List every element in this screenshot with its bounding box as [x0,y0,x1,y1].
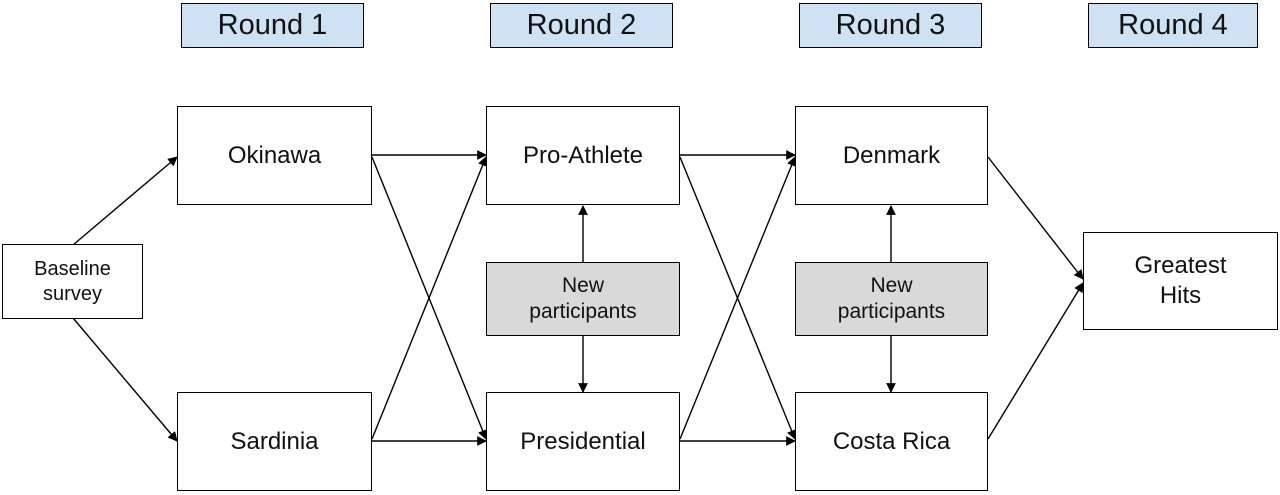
presidential-node: Presidential [486,392,680,491]
arrow-baseline-okinawa [72,156,178,246]
denmark-label: Denmark [842,141,941,169]
round-3-header: Round 3 [799,3,982,48]
round-3-label: Round 3 [835,9,946,42]
sardinia-label: Sardinia [230,427,319,455]
arrow-baseline-sardinia [72,317,178,442]
round-1-label: Round 1 [217,9,328,42]
arrow-denmark-greatest-hits [987,156,1084,280]
new-participants-round-2-node: New participants [486,262,680,336]
greatest-hits-label: Greatest Hits [1134,252,1227,309]
denmark-node: Denmark [795,106,988,205]
okinawa-node: Okinawa [177,106,372,205]
new-participants-round-3-label: New participants [837,273,946,323]
baseline-survey-label: Baseline survey [34,257,111,305]
new-participants-round-2-label: New participants [529,273,637,323]
round-1-header: Round 1 [181,3,364,48]
greatest-hits-node: Greatest Hits [1083,232,1278,330]
pro-athlete-label: Pro-Athlete [522,141,644,169]
okinawa-label: Okinawa [227,141,322,169]
arrow-costa-rica-greatest-hits [987,282,1084,440]
new-participants-round-3-node: New participants [795,262,988,336]
round-4-label: Round 4 [1118,9,1228,42]
presidential-label: Presidential [520,427,646,455]
costa-rica-node: Costa Rica [795,392,988,491]
costa-rica-label: Costa Rica [832,427,951,455]
round-2-header: Round 2 [490,3,673,48]
round-4-header: Round 4 [1088,3,1258,48]
round-2-label: Round 2 [526,9,637,42]
pro-athlete-node: Pro-Athlete [486,106,680,205]
arrow-presidential-denmark [679,156,797,440]
baseline-survey-node: Baseline survey [2,244,143,319]
arrow-sardinia-pro-athlete [371,156,488,440]
sardinia-node: Sardinia [177,392,372,491]
